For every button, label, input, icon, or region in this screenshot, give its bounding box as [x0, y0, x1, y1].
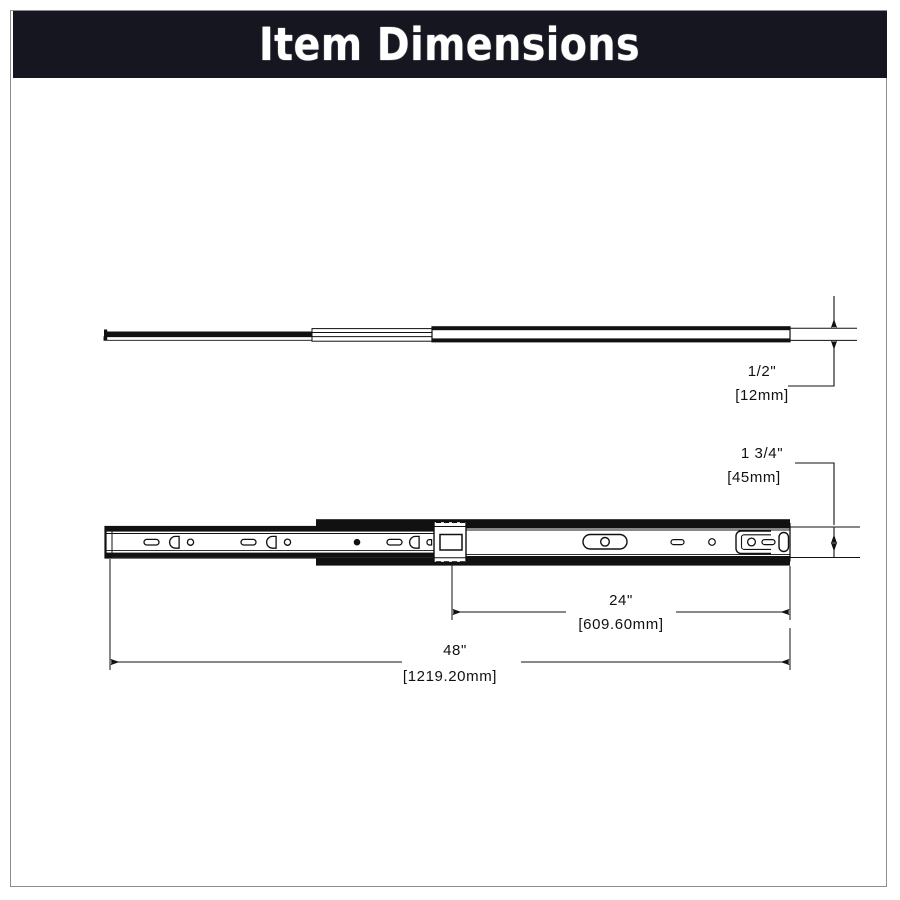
mounting-hole-group-1	[143, 535, 195, 549]
thickness-imperial-label: 1/2"	[748, 363, 777, 380]
slide-left-rail-section	[105, 526, 440, 558]
end-hole-group	[670, 538, 716, 546]
height-imperial-label: 1 3/4"	[741, 445, 783, 462]
height-metric-label: [45mm]	[727, 469, 781, 486]
thickness-metric-label: [12mm]	[735, 387, 789, 404]
end-mounting-bracket	[735, 530, 790, 555]
mounting-hole-group-2	[240, 535, 292, 549]
overall-length-imperial-label: 48"	[443, 642, 467, 659]
dimension-travel: 24" [609.60mm]	[451, 562, 791, 633]
dimension-overall-length: 48" [1219.20mm]	[109, 559, 791, 685]
profile-outer-member	[431, 326, 791, 343]
mounting-hole-group-3	[386, 535, 433, 549]
release-lever-mechanism	[433, 519, 467, 565]
side-elevation-view	[104, 519, 791, 566]
bearing-retainer	[582, 533, 628, 550]
travel-metric-label: [609.60mm]	[578, 616, 663, 633]
overall-length-metric-label: [1219.20mm]	[403, 668, 497, 685]
page-title: Item Dimensions	[259, 18, 641, 71]
travel-imperial-label: 24"	[609, 592, 633, 609]
dimension-height: 1 3/4" [45mm]	[727, 445, 860, 558]
title-banner: Item Dimensions	[13, 11, 887, 78]
dimension-thickness: 1/2" [12mm]	[735, 296, 857, 404]
rivet-dot	[353, 538, 361, 546]
profile-intermediate-member	[311, 328, 433, 342]
profile-inner-member	[103, 329, 313, 341]
edge-profile-view	[103, 326, 791, 343]
